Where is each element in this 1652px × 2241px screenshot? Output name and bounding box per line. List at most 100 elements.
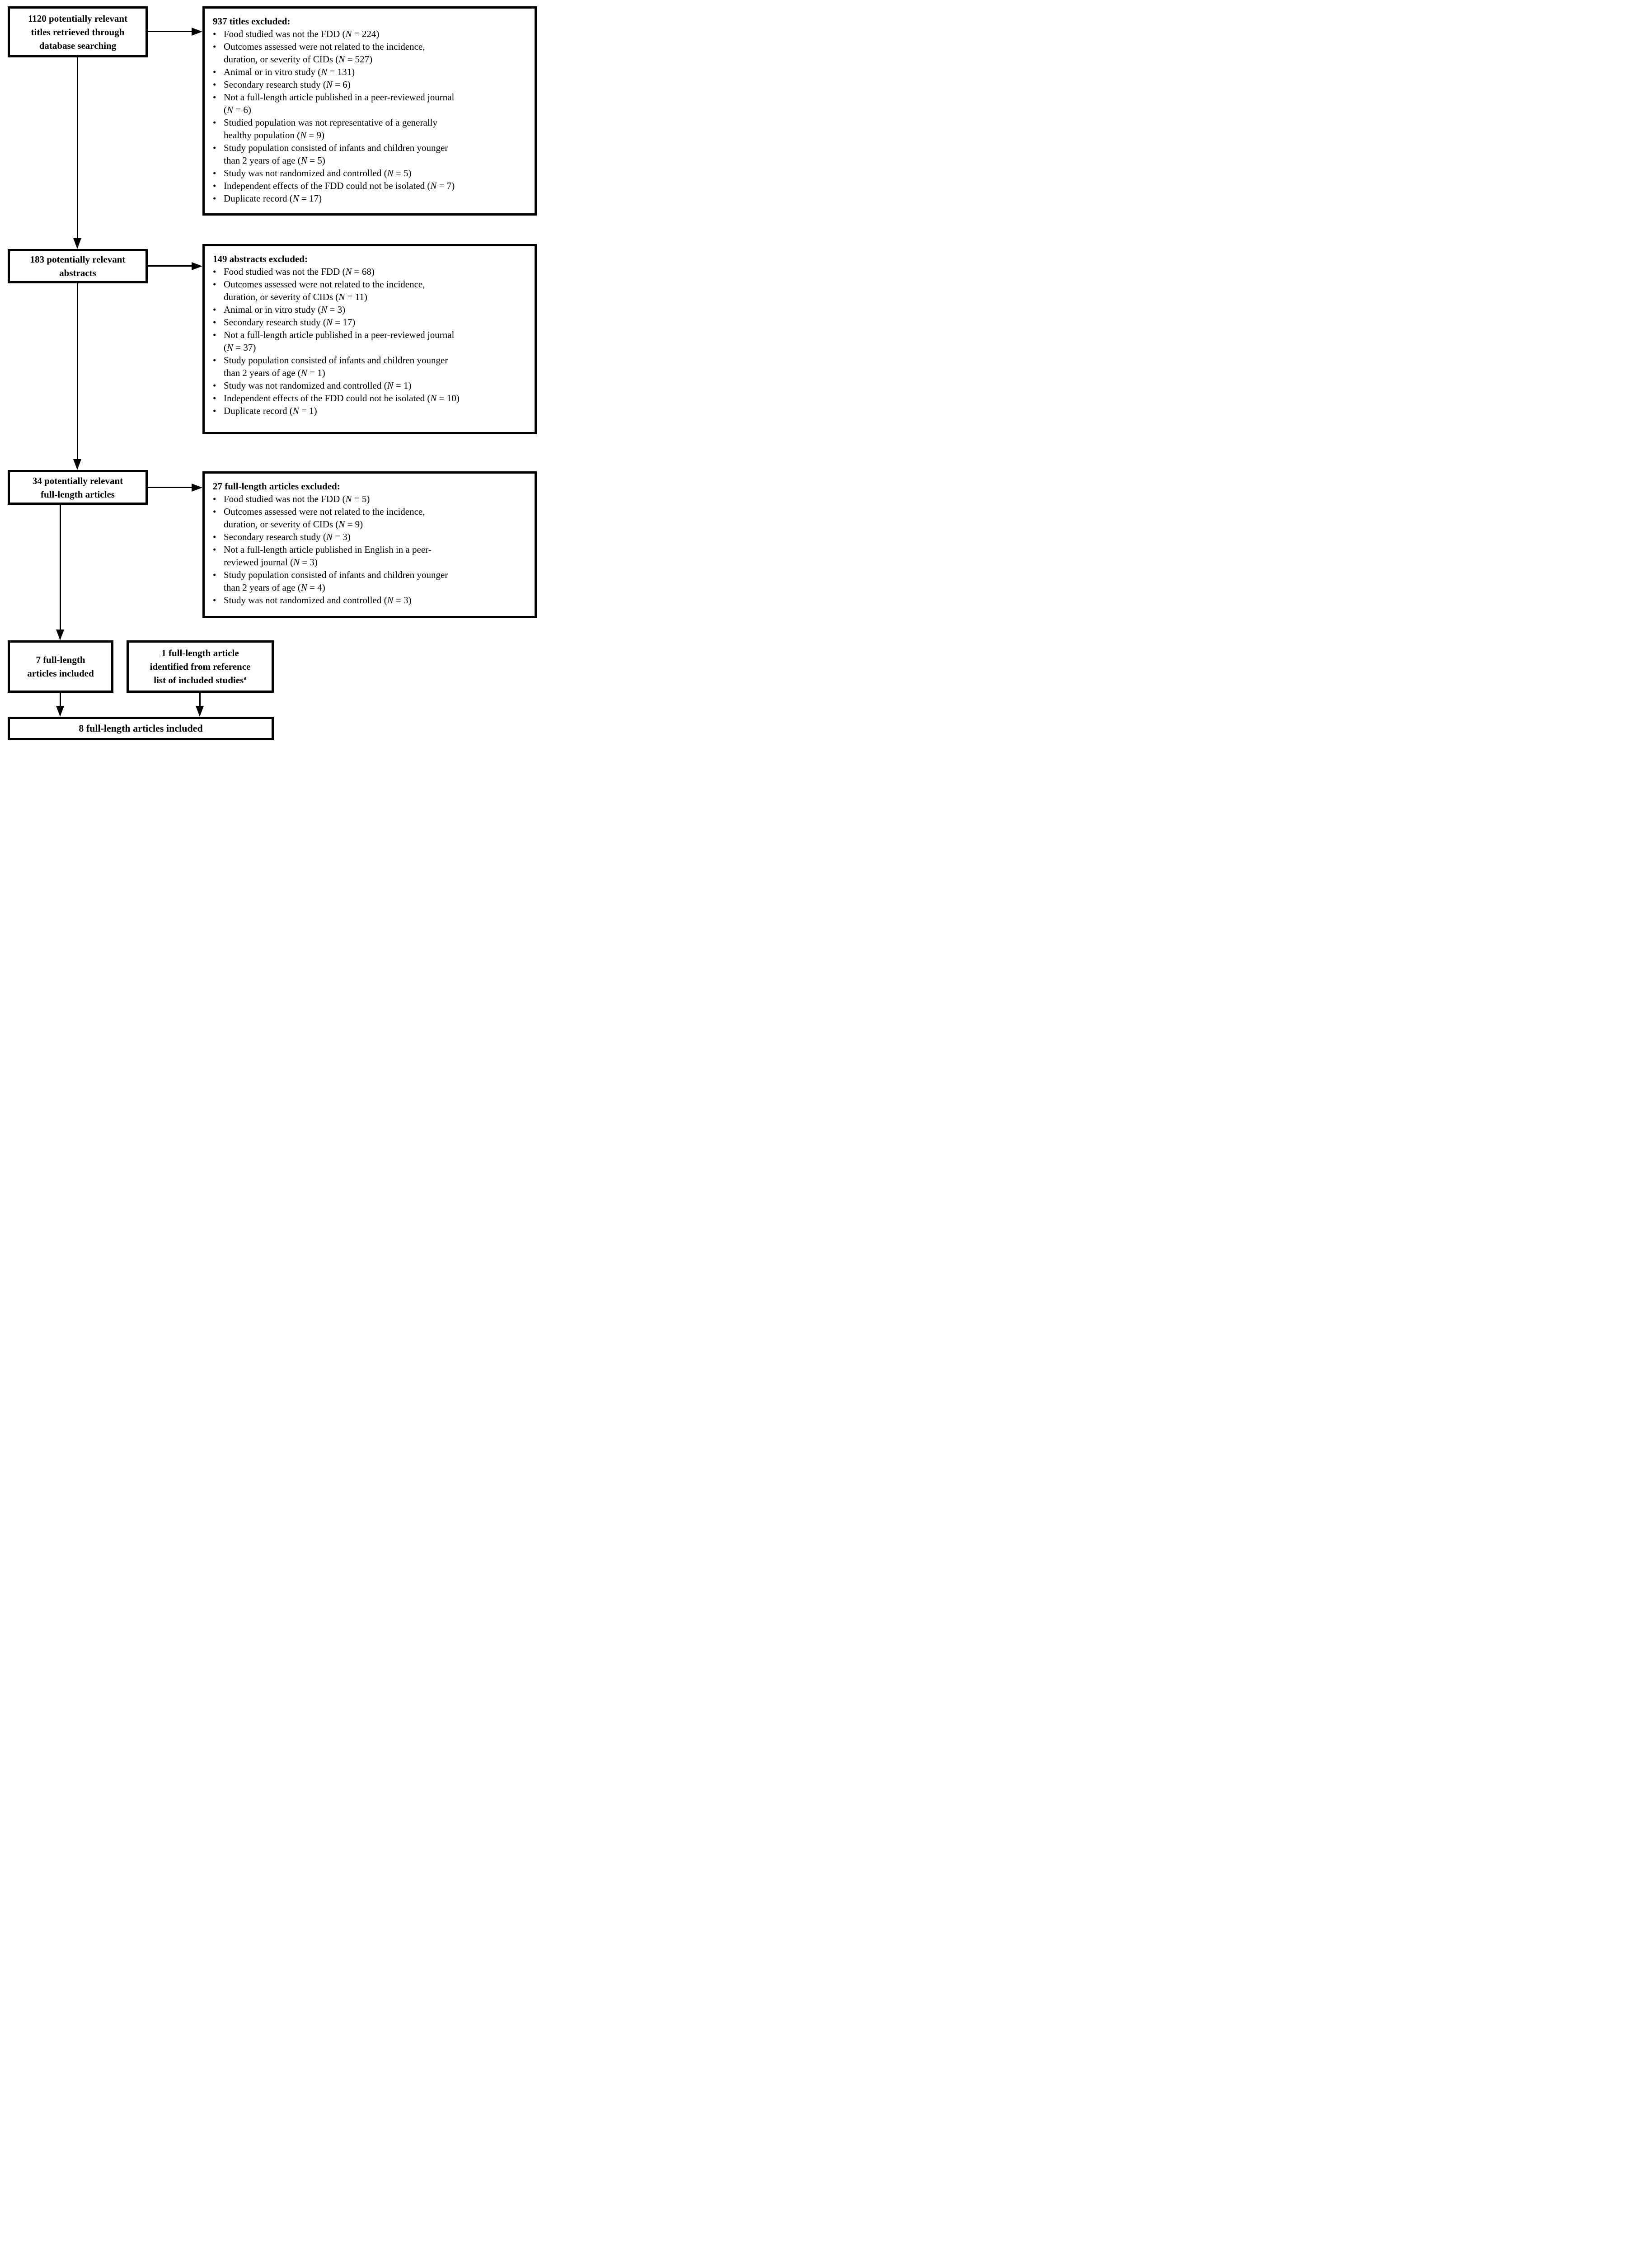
- exclusion-item-text: Study was not randomized and controlled …: [224, 168, 412, 179]
- exclusion-item: • Secondary research study (N = 3): [213, 531, 527, 543]
- exclusion-item: • Outcomes assessed were not related to t…: [213, 505, 527, 531]
- exclusion-item: • Animal or in vitro study (N = 3): [213, 303, 527, 316]
- exclusion-item-text: Not a full-length article published in a…: [224, 92, 455, 115]
- exclusion-title-titles: 937 titles excluded:: [213, 16, 291, 27]
- box-articles-included-8-label: 8 full-length articles included: [79, 723, 203, 734]
- arrowhead-right-abstracts-excluded-icon: [192, 262, 202, 270]
- box-articles-included-8: 8 full-length articles included: [8, 717, 274, 740]
- bullet-icon: •: [213, 493, 216, 504]
- exclusion-item-text: Animal or in vitro study (N = 3): [224, 304, 346, 315]
- exclusion-item: •Study was not randomized and controlled…: [213, 379, 527, 392]
- exclusion-item-text: Outcomes assessed were not related to th…: [224, 279, 425, 302]
- bullet-icon: •: [213, 279, 216, 290]
- exclusion-item-text: Independent effects of the FDD could not…: [224, 393, 460, 404]
- exclusion-item: • Not a full-length article published in …: [213, 543, 527, 568]
- exclusion-item-text: Study population consisted of infants an…: [224, 142, 448, 166]
- bullet-icon: •: [213, 180, 216, 191]
- bullet-icon: •: [213, 79, 216, 90]
- bullet-icon: •: [213, 92, 216, 103]
- bullet-icon: •: [213, 506, 216, 517]
- bullet-icon: •: [213, 380, 216, 391]
- exclusion-title-abstracts: 149 abstracts excluded:: [213, 254, 308, 264]
- exclusion-item: • Study population consisted of infants a…: [213, 568, 527, 594]
- bullet-icon: •: [213, 595, 216, 606]
- exclusion-item: •Food studied was not the FDD (N = 224): [213, 28, 527, 40]
- bullet-icon: •: [213, 405, 216, 416]
- exclusion-item: •Not a full-length article published in …: [213, 329, 527, 354]
- exclusion-list-fulltext: •Food studied was not the FDD (N = 5)•Ou…: [213, 493, 527, 606]
- connector-fulltext-to-excluded: [148, 487, 192, 488]
- exclusion-item-text: Duplicate record (N = 17): [224, 193, 322, 204]
- exclusion-item: •Independent effects of the FDD could no…: [213, 179, 527, 192]
- exclusion-list-titles: •Food studied was not the FDD (N = 224)•…: [213, 28, 527, 205]
- exclusion-item-text: Study was not randomized and controlled …: [224, 595, 412, 606]
- exclusion-item: • Study was not randomized and controlled…: [213, 167, 527, 179]
- exclusion-item: • Duplicate record (N = 17): [213, 192, 527, 205]
- exclusion-item-text: Study population consisted of infants an…: [224, 355, 448, 378]
- exclusion-item: • Study population consisted of infants a…: [213, 354, 527, 379]
- bullet-icon: •: [213, 117, 216, 128]
- bullet-icon: •: [213, 304, 216, 315]
- exclusion-item: • Secondary research study (N = 6): [213, 78, 527, 91]
- exclusion-item: •Food studied was not the FDD (N = 68): [213, 265, 527, 278]
- bullet-icon: •: [213, 355, 216, 366]
- exclusion-item: • Animal or in vitro study (N = 131): [213, 66, 527, 78]
- exclusion-item: • Study population consisted of infants a…: [213, 141, 527, 167]
- arrowhead-right-titles-excluded-icon: [192, 28, 202, 36]
- exclusion-title-fulltext: 27 full-length articles excluded:: [213, 481, 340, 492]
- bullet-icon: •: [213, 66, 216, 77]
- exclusion-item-text: Duplicate record (N = 1): [224, 405, 317, 416]
- arrowhead-right-fulltext-excluded-icon: [192, 484, 202, 492]
- box-titles-excluded: 937 titles excluded: •Food studied was n…: [202, 6, 537, 216]
- bullet-icon: •: [213, 193, 216, 204]
- exclusion-list-abstracts: •Food studied was not the FDD (N = 68)•O…: [213, 265, 527, 417]
- bullet-icon: •: [213, 569, 216, 580]
- exclusion-item-text: Not a full-length article published in E…: [224, 544, 432, 568]
- exclusion-item: • Independent effects of the FDD could no…: [213, 392, 527, 404]
- exclusion-item-text: Outcomes assessed were not related to th…: [224, 506, 425, 530]
- bullet-icon: •: [213, 142, 216, 153]
- connector-titles-to-abstracts: [77, 57, 78, 239]
- exclusion-item-text: Food studied was not the FDD (N = 224): [224, 28, 380, 39]
- arrowhead-down-included8-right-icon: [196, 706, 204, 717]
- exclusion-item: • Duplicate record (N = 1): [213, 404, 527, 417]
- box-fulltext-excluded: 27 full-length articles excluded: •Food …: [202, 471, 537, 618]
- exclusion-item-text: Food studied was not the FDD (N = 68): [224, 266, 375, 277]
- exclusion-item-text: Not a full-length article published in a…: [224, 329, 455, 353]
- exclusion-item: •Food studied was not the FDD (N = 5): [213, 493, 527, 505]
- exclusion-item-text: Outcomes assessed were not related to th…: [224, 41, 425, 65]
- exclusion-item: • Study was not randomized and controlled…: [213, 594, 527, 606]
- exclusion-item-text: Study population consisted of infants an…: [224, 569, 448, 593]
- exclusion-item: • Studied population was not representati…: [213, 116, 527, 141]
- exclusion-item: •Outcomes assessed were not related to t…: [213, 40, 527, 66]
- bullet-icon: •: [213, 544, 216, 555]
- exclusion-item-text: Animal or in vitro study (N = 131): [224, 66, 355, 77]
- arrowhead-down-included7-icon: [56, 630, 64, 640]
- connector-fulltext-to-included7: [60, 505, 61, 630]
- exclusion-item: • Not a full-length article published in …: [213, 91, 527, 116]
- arrowhead-down-fulltext-icon: [73, 459, 81, 470]
- bullet-icon: •: [213, 168, 216, 179]
- box-abstracts-excluded: 149 abstracts excluded: •Food studied wa…: [202, 244, 537, 434]
- exclusion-item-text: Secondary research study (N = 6): [224, 79, 351, 90]
- exclusion-item-text: Secondary research study (N = 3): [224, 531, 351, 542]
- exclusion-item-text: Studied population was not representativ…: [224, 117, 437, 141]
- arrowhead-down-abstracts-icon: [73, 238, 81, 249]
- exclusion-item-text: Secondary research study (N = 17): [224, 317, 356, 328]
- bullet-icon: •: [213, 317, 216, 328]
- bullet-icon: •: [213, 393, 216, 404]
- bullet-icon: •: [213, 531, 216, 542]
- connector-reference-to-included8: [199, 693, 201, 706]
- arrowhead-down-included8-left-icon: [56, 706, 64, 717]
- connector-abstracts-to-fulltext: [77, 283, 78, 459]
- superscript-note: a: [244, 674, 247, 681]
